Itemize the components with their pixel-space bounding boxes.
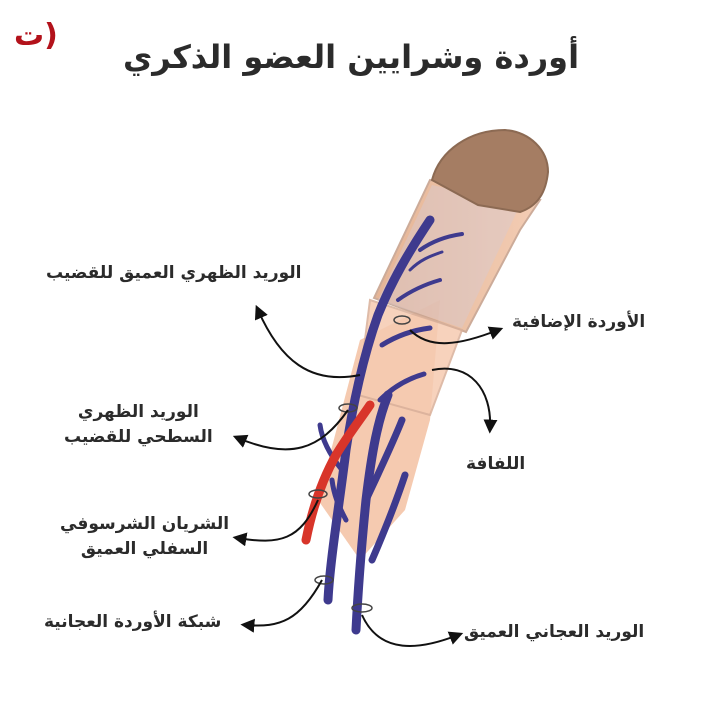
label-perineal-plexus: شبكة الأوردة العجانية (44, 612, 222, 632)
label-deep-artery-line2: السفلي العميق (80, 539, 209, 559)
glans (430, 128, 550, 214)
vessel-markers (308, 315, 411, 613)
page-title: أوردة وشرايين العضو الذكري (122, 38, 580, 76)
label-deep-dorsal-vein: الوريد الظهري العميق للقضيب (46, 263, 302, 283)
figure-badge: (ت (14, 18, 58, 53)
label-deep-artery-line1: الشريان الشرسوفي (60, 514, 230, 534)
veins (317, 215, 464, 635)
artery (301, 400, 375, 545)
label-emissary-veins: الأوردة الإضافية (512, 312, 646, 332)
label-superficial-dorsal-vein-line1: الوريد الظهري (77, 402, 199, 422)
label-superficial-dorsal-vein: الوريد الظهري السطحي للقضيب (64, 400, 213, 450)
label-fascia: اللفافة (466, 454, 526, 474)
label-deep-artery: الشريان الشرسوفي السفلي العميق (60, 512, 229, 562)
label-superficial-dorsal-vein-line2: السطحي للقضيب (64, 427, 213, 447)
label-deep-perineal-vein: الوريد العجاني العميق (464, 622, 645, 642)
pointer-arrows (232, 304, 504, 648)
